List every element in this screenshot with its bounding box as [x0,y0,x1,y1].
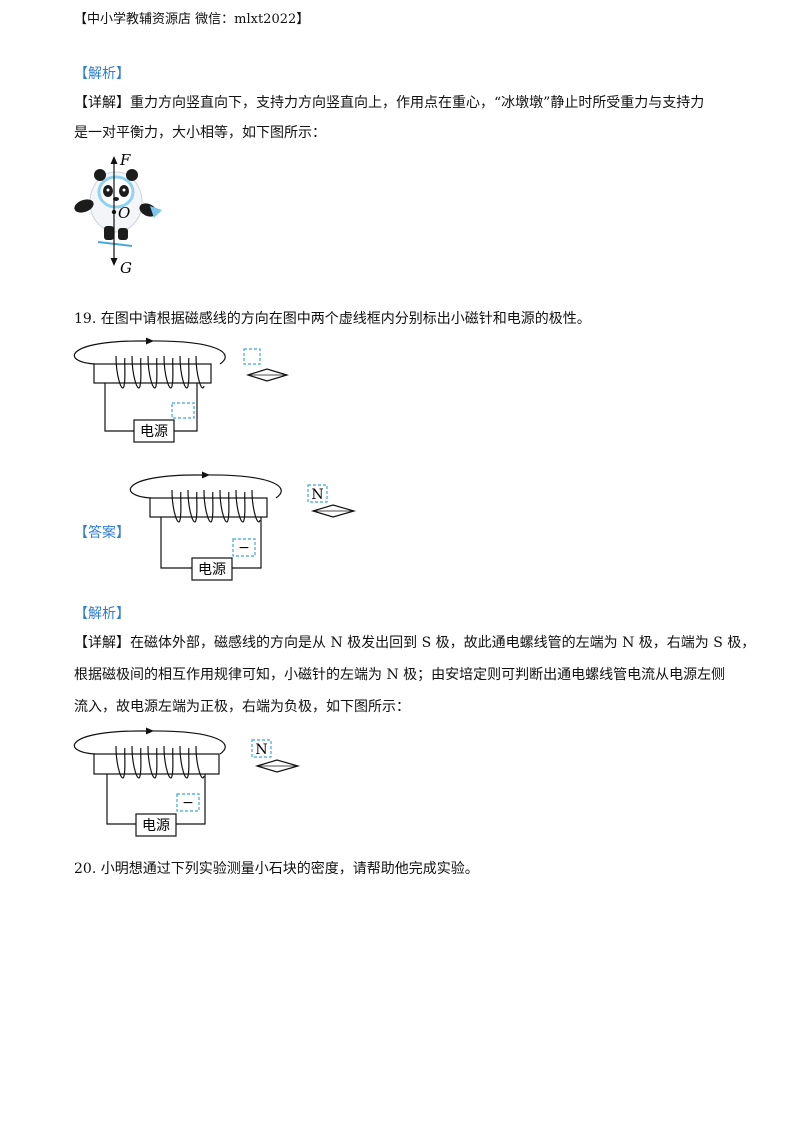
detail-paragraph-1-cont: 是一对平衡力，大小相等，如下图所示： [74,125,326,141]
solenoid-core [149,497,268,518]
detail-label: 【详解】 [74,95,130,111]
detail-text: 在磁体外部，磁感线的方向是从 N 极发出回到 S 极，故此通电螺线管的左端为 N… [130,635,756,651]
force-diagram: F O G [74,151,162,277]
question-20: 20. 小明想通过下列实验测量小石块的密度，请帮助他完成实验。 [74,861,479,877]
analysis-label: 【解析】 [74,66,130,82]
power-source-label: 电源 [142,818,170,834]
mascot-image [74,169,162,247]
field-arrow-icon [146,337,154,345]
coil-windings [115,745,205,779]
needle-north-label: N [255,742,267,758]
field-line [74,340,226,365]
wire-right [176,774,206,825]
solenoid-core [93,363,212,384]
wire-left [106,774,136,825]
field-arrow-icon [146,727,154,735]
detail-paragraph-2-line2: 根据磁极间的相互作用规律可知，小磁针的左端为 N 极；由安培定则可判断出通电螺线… [74,667,726,683]
field-arrow-icon [202,471,210,479]
dashed-box-power [171,402,195,419]
detail-paragraph-1: 【详解】重力方向竖直向下，支持力方向竖直向上，作用点在重心，“冰墩墩”静止时所受… [74,93,704,113]
arrow-down-icon [110,258,118,266]
page-header: 【中小学教辅资源店 微信：mlxt2022】 [74,12,310,27]
detail-paragraph-2: 【详解】在磁体外部，磁感线的方向是从 N 极发出回到 S 极，故此通电螺线管的左… [74,633,755,653]
field-line [74,730,226,755]
dashed-box-needle [307,484,328,503]
power-source-box [191,557,233,581]
power-minus-label: − [238,540,250,556]
power-source-label: 电源 [198,562,226,578]
solenoid-figure-answer: 电源 − N [130,471,357,581]
power-source-label: 电源 [140,424,168,440]
wire-left [160,517,192,569]
detail-label: 【详解】 [74,635,130,651]
power-minus-label: − [182,795,194,811]
needle-north-label: N [311,487,323,503]
detail-paragraph-2-line3: 流入，故电源左端为正极，右端为负极，如下图所示： [74,699,410,715]
analysis-label: 【解析】 [74,606,130,622]
center-label-o: O [118,204,130,222]
answer-label: 【答案】 [74,525,130,541]
wire-left [104,383,134,432]
coil-windings [171,489,261,523]
solenoid-figure-explanation: 电源 − N [74,727,301,837]
dashed-box-power [232,538,256,557]
force-label-g: G [120,259,132,277]
power-source-box [135,813,177,837]
dashed-box-power [176,793,200,812]
detail-text: 重力方向竖直向下，支持力方向竖直向上，作用点在重心，“冰墩墩”静止时所受重力与支… [130,95,705,111]
arrow-up-icon [110,156,118,164]
question-19: 19. 在图中请根据磁感线的方向在图中两个虚线框内分别标出小磁针和电源的极性。 [74,311,591,327]
solenoid-figure-question: 电源 [74,337,290,443]
dashed-box-needle [243,348,261,365]
field-line [130,474,282,499]
wire-right [174,383,198,432]
center-point [111,209,117,215]
force-label-f: F [119,151,131,169]
dashed-box-needle [251,739,272,758]
wire-right [232,517,262,569]
power-source-box [133,419,175,443]
coil-windings [115,355,205,389]
